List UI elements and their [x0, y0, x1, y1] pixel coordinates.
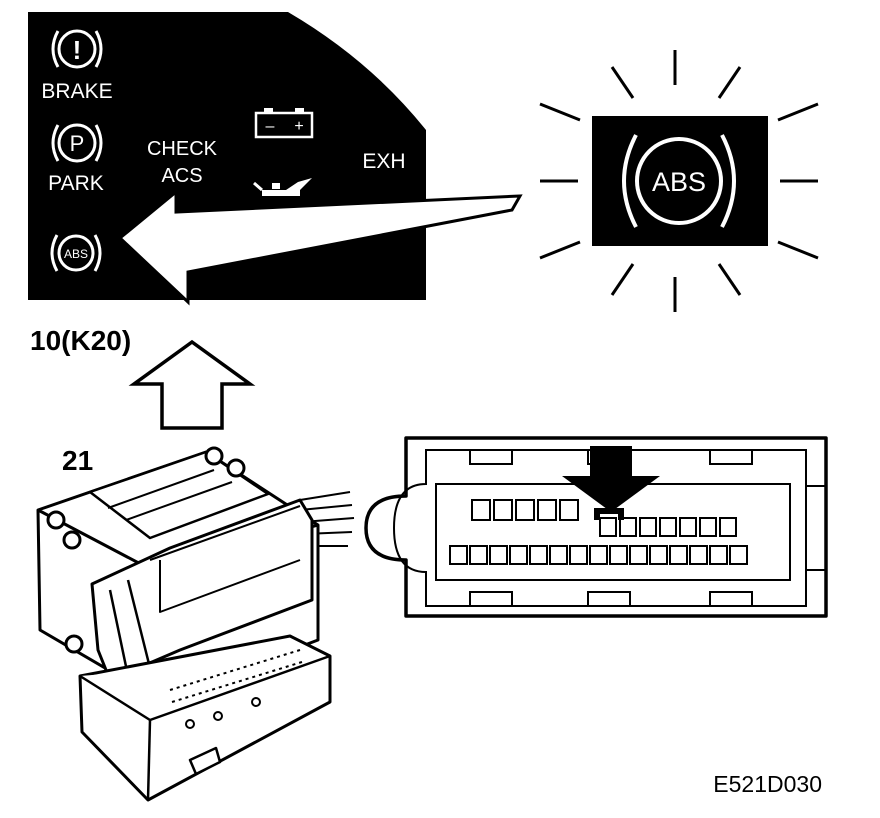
lower-pin-row: [449, 545, 748, 565]
instrument-cluster: ! BRAKE P PARK ABS CHECK ACS – +: [28, 12, 523, 306]
brake-warning-icon: !: [51, 29, 103, 69]
target-pin: [594, 508, 624, 520]
brake-symbol: !: [73, 35, 82, 65]
up-arrow: [128, 339, 256, 430]
acs-label: ACS: [161, 165, 202, 187]
battery-minus: –: [266, 118, 275, 135]
pointer-arrow: [117, 188, 523, 306]
arrow-callout-label: 10(K20): [30, 325, 131, 356]
abs-warning-lamp: ABS: [539, 50, 819, 312]
control-module: [36, 446, 355, 802]
abs-small-label: ABS: [64, 247, 88, 261]
park-warning-icon: P: [51, 123, 103, 163]
battery-icon: – +: [254, 108, 314, 139]
figure-code: E521D030: [713, 771, 822, 797]
exh-label: EXH: [362, 150, 405, 173]
upper-pin-row: [471, 499, 737, 537]
oil-can-icon: [253, 178, 312, 196]
abs-small-icon: ABS: [50, 234, 102, 272]
abs-lamp-label: ABS: [652, 167, 706, 197]
park-label: PARK: [48, 172, 104, 195]
park-symbol: P: [70, 131, 85, 156]
connector-face: [364, 436, 828, 618]
check-label: CHECK: [147, 138, 218, 160]
battery-plus: +: [294, 118, 303, 135]
connector-callout-label: 21: [62, 445, 93, 476]
light-rays: [539, 50, 819, 312]
brake-label: BRAKE: [41, 80, 112, 103]
pin-indicator-arrow: [562, 446, 660, 512]
